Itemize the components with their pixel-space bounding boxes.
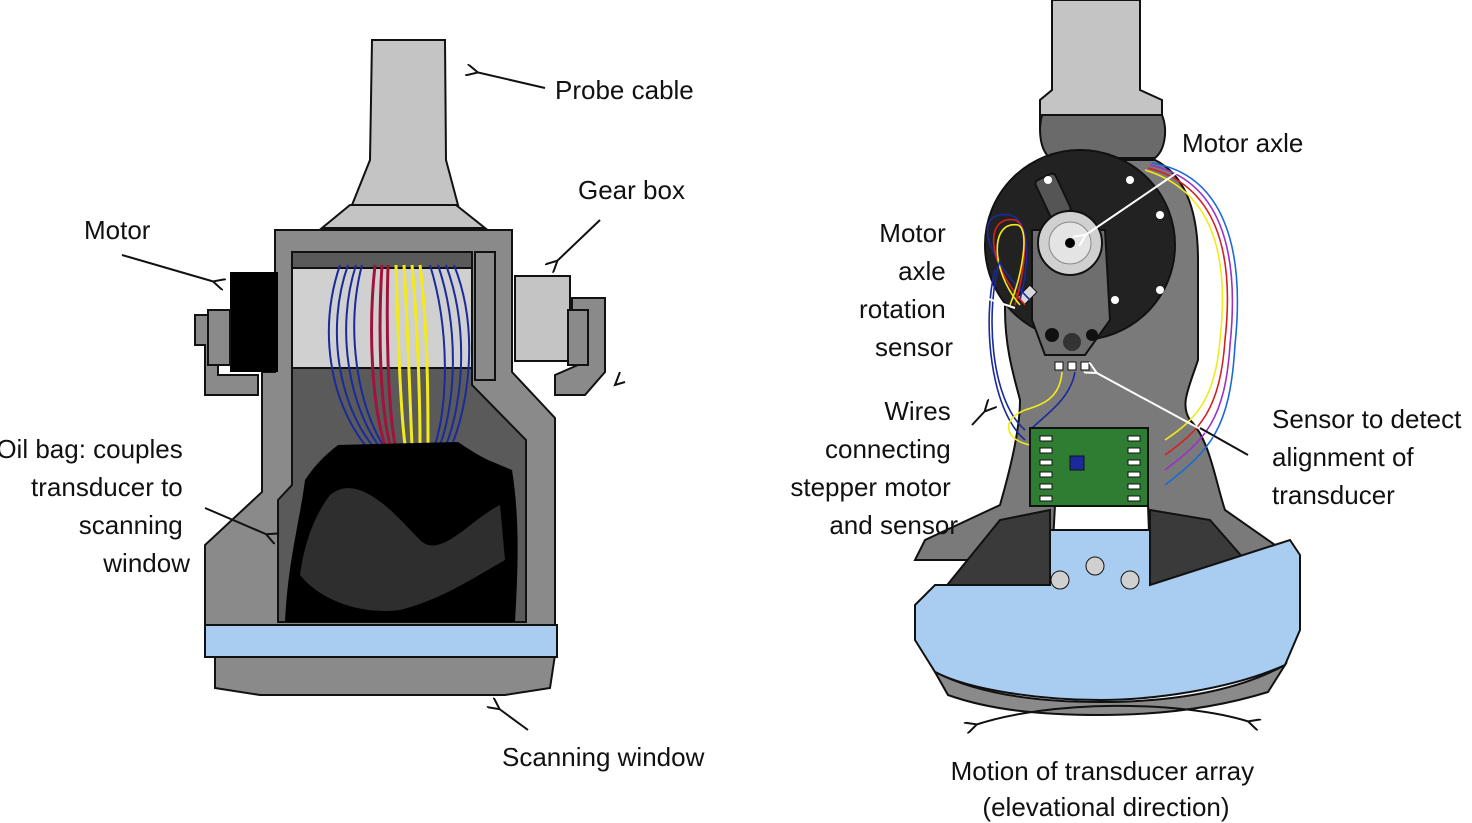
alignment-sensor-line-2: alignment of (1272, 442, 1414, 472)
left-annotations: Probe cable Gear box Motor Oil bag: coup… (0, 72, 705, 772)
wires-line-4: and sensor (829, 510, 958, 540)
rotation-sensor-line-3: rotation (859, 294, 946, 324)
label-rotation-sensor: Motor axle rotation sensor (859, 218, 953, 362)
label-oil-bag: Oil bag: couples transducer to scanning … (0, 434, 190, 578)
oil-bag-line-2: transducer to (31, 472, 183, 502)
motion-line-1: Motion of transducer array (951, 756, 1254, 786)
left-probe-drawing (194, 39, 606, 696)
label-alignment-sensor: Sensor to detect alignment of transducer (1272, 404, 1469, 510)
motion-arrow (975, 704, 1250, 725)
right-annotations: Motor axle Motor axle rotation sensor Wi… (790, 128, 1469, 822)
label-motor: Motor (84, 215, 151, 245)
probe-cable (350, 39, 460, 206)
wires-line-2: connecting (825, 434, 951, 464)
alignment-sensor-line-1: Sensor to detect (1272, 404, 1462, 434)
label-probe-cable: Probe cable (555, 75, 694, 105)
wires-line-3: stepper motor (790, 472, 951, 502)
label-gear-box: Gear box (578, 175, 685, 205)
alignment-sensor-line-3: transducer (1272, 480, 1395, 510)
oil-bag-line-3: scanning (79, 510, 183, 540)
label-motor-axle: Motor axle (1182, 128, 1303, 158)
rotation-sensor (1016, 284, 1038, 306)
gear-box-block (514, 275, 571, 362)
label-motion: Motion of transducer array (elevational … (951, 756, 1262, 822)
motion-line-2: (elevational direction) (982, 792, 1229, 822)
rotation-sensor-line-1: Motor (879, 218, 946, 248)
label-wires: Wires connecting stepper motor and senso… (790, 396, 958, 540)
oil-bag-line-4: window (102, 548, 190, 578)
scanning-window (204, 624, 558, 658)
scanning-window-base (914, 529, 1301, 702)
motor-block (230, 272, 278, 372)
wire-bundle (327, 264, 471, 446)
wires-line-1: Wires (884, 396, 950, 426)
label-scanning-window: Scanning window (502, 742, 705, 772)
rotation-sensor-line-4: sensor (875, 332, 953, 362)
oil-bag-line-1: Oil bag: couples (0, 434, 183, 464)
rotation-sensor-line-2: axle (898, 256, 946, 286)
right-probe-drawing (913, 0, 1301, 717)
